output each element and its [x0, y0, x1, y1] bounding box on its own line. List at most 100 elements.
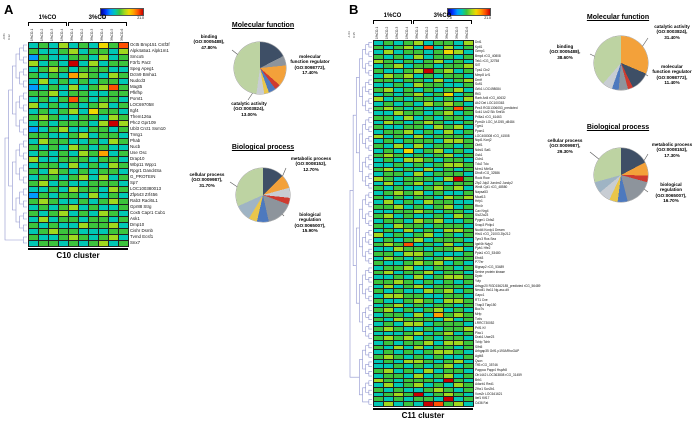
heatmap-cell	[404, 294, 413, 298]
heatmap-cell	[454, 144, 463, 148]
heatmap-cell	[119, 241, 128, 246]
dendrogram-branch	[368, 389, 372, 396]
heatmap-cell	[384, 359, 393, 364]
colorbar-min-label: 7.0	[100, 16, 105, 20]
heatmap-cell	[424, 41, 433, 45]
heatmap-cell	[59, 67, 68, 72]
heatmap-cell	[109, 163, 118, 168]
dendrogram-branch	[365, 82, 369, 92]
heatmap-cell	[374, 78, 383, 83]
gene-label: Pfkfhp	[130, 90, 143, 95]
heatmap-cell	[434, 298, 443, 303]
heatmap-cell	[464, 214, 473, 219]
heatmap-cell	[414, 317, 423, 322]
heatmap-cell	[109, 91, 118, 96]
dendrogram-branch	[368, 333, 372, 339]
heatmap-cell	[464, 130, 473, 134]
heatmap-cell	[99, 127, 108, 132]
heatmap-cell	[59, 211, 68, 216]
heatmap-cell	[69, 49, 78, 54]
heatmap-cell	[374, 162, 383, 167]
heatmap-cell	[394, 87, 403, 92]
gene-label: Rtn4r	[475, 204, 483, 209]
heatmap-cell	[454, 148, 463, 153]
dendrogram-branch	[368, 286, 372, 292]
dendrogram-branch	[19, 167, 24, 181]
gene-label: Rpgr1 Dand4Sa	[130, 168, 162, 173]
heatmap-cell	[444, 387, 453, 392]
heatmap-cell	[29, 133, 38, 138]
heatmap-cell	[374, 261, 383, 265]
heatmap-cell	[119, 127, 128, 132]
heatmap-cell	[39, 217, 48, 222]
heatmap-cell	[384, 289, 393, 294]
heatmap-cell	[79, 205, 88, 210]
heatmap-cell	[394, 153, 403, 158]
dendrogram-branch	[362, 349, 366, 370]
heatmap-cell	[414, 223, 423, 228]
heatmap-cell	[109, 157, 118, 162]
heatmap-cell	[394, 130, 403, 134]
heatmap-cell	[99, 103, 108, 108]
heatmap-cell	[384, 322, 393, 326]
dendrogram-branch	[23, 176, 27, 184]
heatmap-cell	[414, 209, 423, 214]
heatmap-cell	[39, 133, 48, 138]
heatmap-cell	[424, 191, 433, 195]
dendrogram-branch	[368, 399, 372, 405]
dendrogram-branch	[362, 86, 366, 107]
gene-label: Hist1 rCG_21003 Zfp212	[475, 232, 511, 237]
gene-label: Nudt4 Kcnip1 Dream	[475, 227, 505, 232]
heatmap-cell	[454, 134, 463, 139]
heatmap-cell	[424, 223, 433, 228]
heatmap-cell	[394, 294, 403, 298]
heatmap-cell	[404, 106, 413, 111]
heatmap-cell	[404, 83, 413, 87]
heatmap-cell	[374, 116, 383, 120]
heatmap-cell	[434, 191, 443, 195]
heatmap-cell	[89, 157, 98, 162]
heatmap-cell	[384, 312, 393, 317]
heatmap-cell	[29, 175, 38, 180]
heatmap-cell	[79, 145, 88, 150]
heatmap-cell	[374, 144, 383, 148]
heatmap-cell	[404, 139, 413, 144]
heatmap-cell	[39, 241, 48, 246]
heatmap-cell	[444, 101, 453, 106]
heatmap-cell	[424, 73, 433, 78]
heatmap-cell	[39, 103, 48, 108]
heatmap-cell	[394, 120, 403, 125]
heatmap-cell	[444, 69, 453, 73]
heatmap-cell	[424, 266, 433, 270]
heatmap-cell	[79, 175, 88, 180]
heatmap-cell	[464, 148, 473, 153]
heatmap-cell	[109, 43, 118, 48]
heatmap-cell	[384, 176, 393, 181]
heatmap-cell	[404, 280, 413, 284]
heatmap-cell	[89, 79, 98, 84]
heatmap-cell	[384, 59, 393, 64]
heatmap-cell	[394, 45, 403, 50]
heatmap-cell	[69, 91, 78, 96]
heatmap-cell	[119, 187, 128, 192]
heatmap-cell	[39, 55, 48, 60]
gene-label: Tvds	[475, 316, 482, 321]
heatmap-cell	[424, 219, 433, 223]
heatmap-cell	[424, 200, 433, 205]
heatmap-cell	[374, 284, 383, 289]
heatmap-cell	[454, 176, 463, 181]
dendrogram-branch	[19, 71, 24, 85]
heatmap-cell	[464, 233, 473, 237]
heatmap-cell	[394, 270, 403, 275]
heatmap-cell	[454, 181, 463, 186]
heatmap-cell	[424, 289, 433, 294]
heatmap-cell	[29, 91, 38, 96]
heatmap-cell	[464, 181, 473, 186]
heatmap-cell	[99, 187, 108, 192]
dendrogram-branch	[368, 324, 372, 330]
heatmap-cell	[39, 193, 48, 198]
heatmap-cell	[374, 134, 383, 139]
heatmap-cell	[404, 148, 413, 153]
